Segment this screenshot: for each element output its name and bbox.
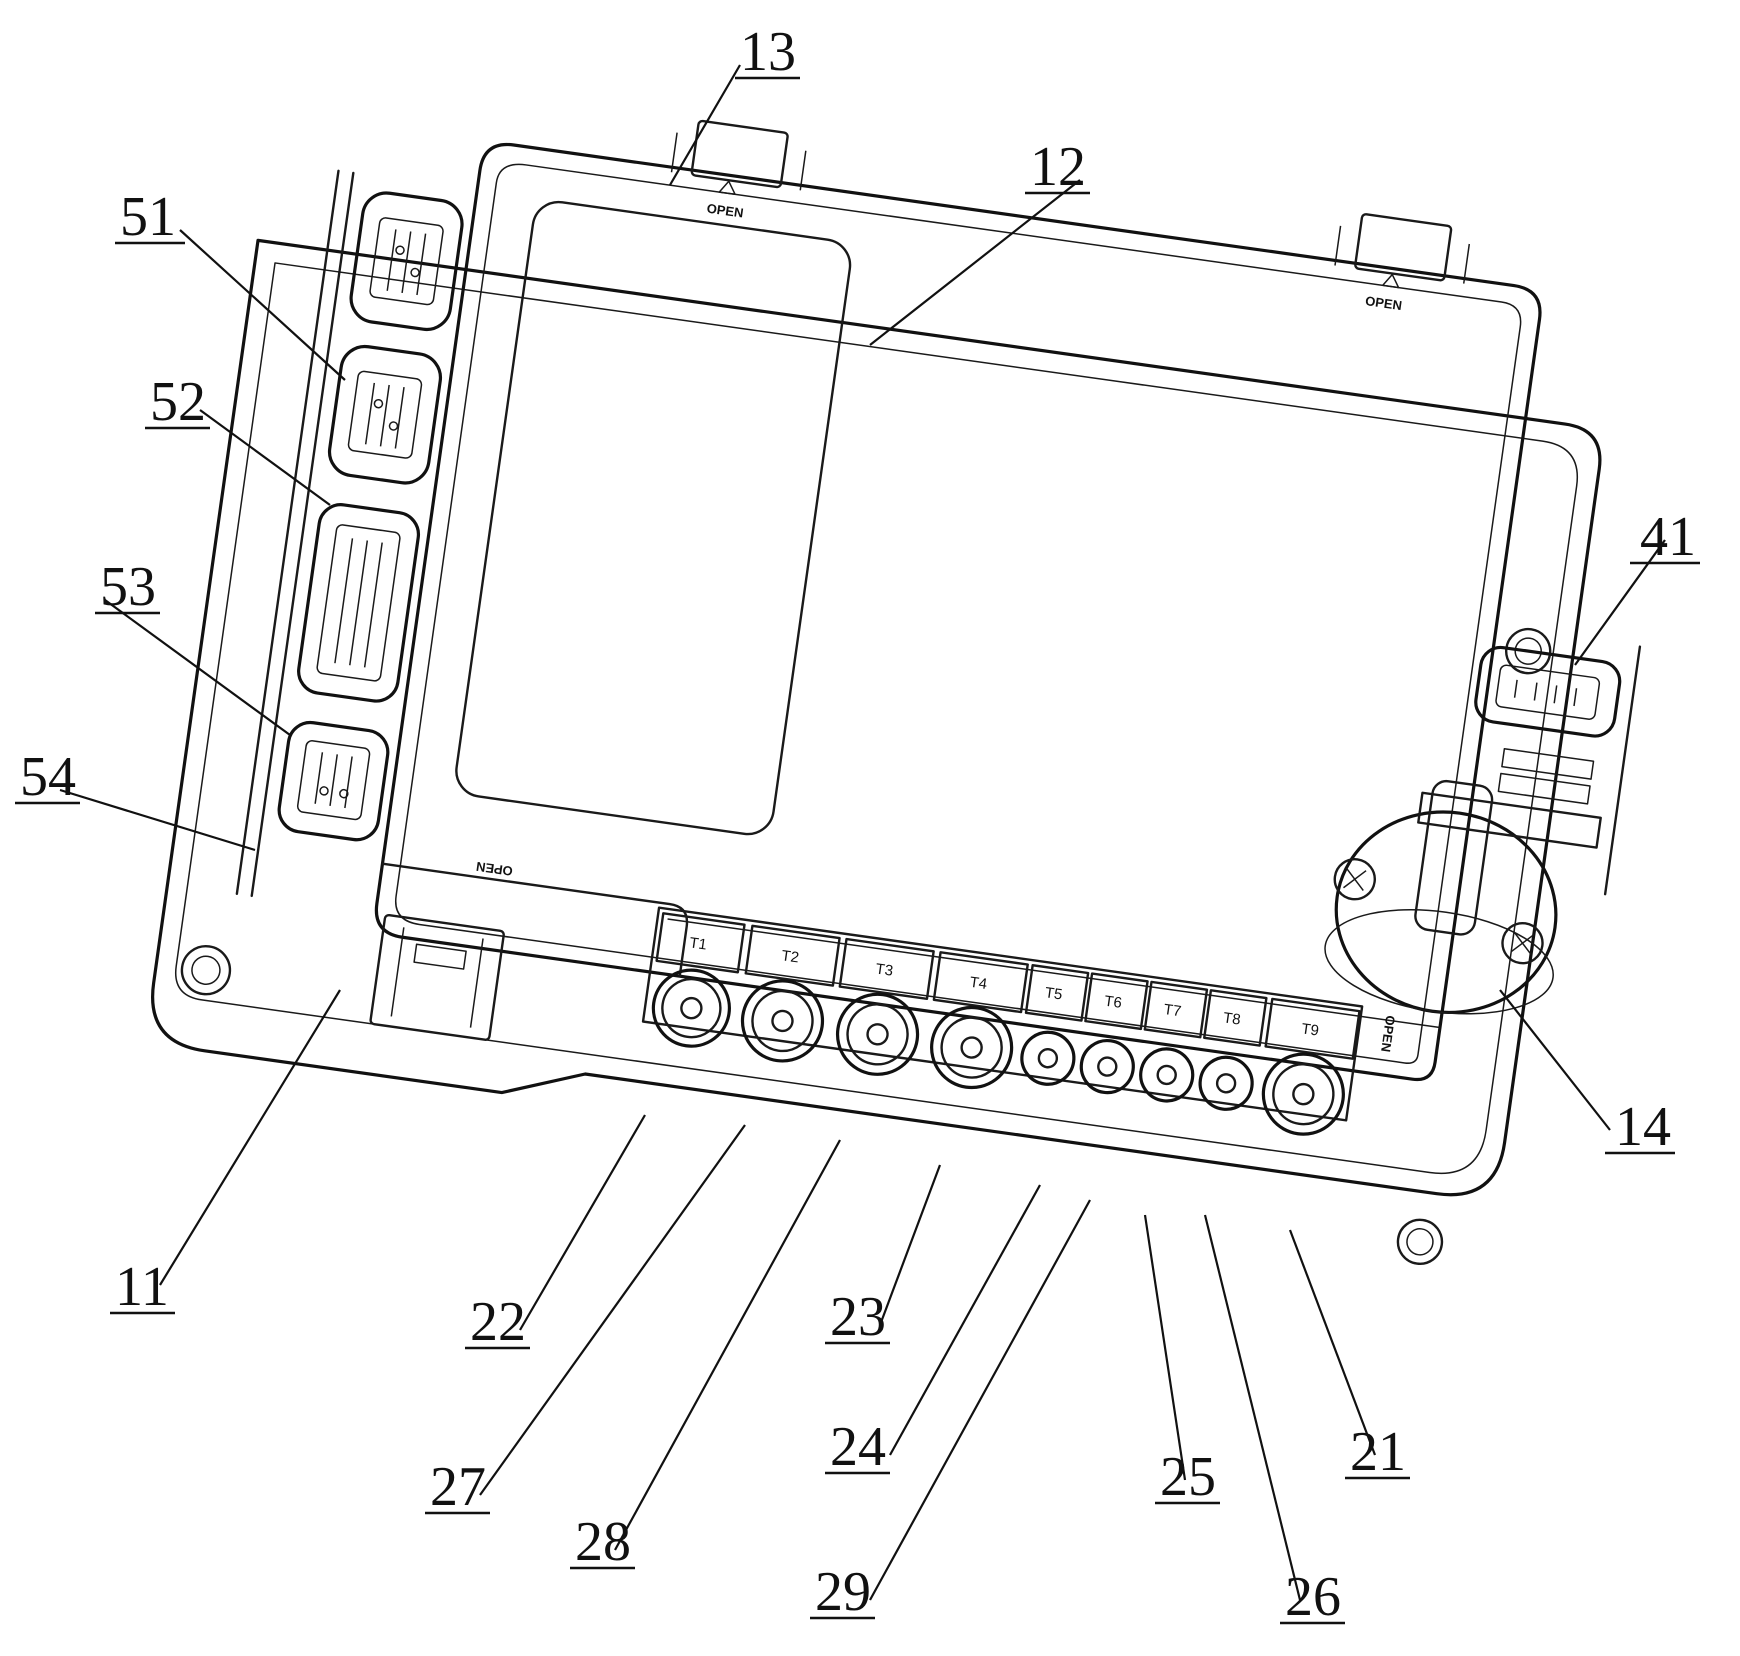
callout-52: 52 [150,371,206,433]
svg-text:T9: T9 [1300,1020,1320,1039]
callout-51: 51 [120,186,176,248]
svg-text:T7: T7 [1163,1001,1183,1020]
callout-27: 27 [430,1456,486,1518]
svg-text:T3: T3 [874,960,894,979]
leader-52 [199,409,331,506]
leader-28 [614,1139,841,1551]
callout-28: 28 [575,1511,631,1573]
mounting-hole-left [180,945,232,996]
svg-text:T4: T4 [969,974,989,993]
leader-24 [889,1184,1041,1456]
callout-41: 41 [1640,506,1696,568]
callout-26: 26 [1285,1566,1341,1628]
connector-52 [327,344,443,485]
svg-text:T8: T8 [1222,1009,1242,1028]
latch-top-right [1334,213,1471,289]
callout-53: 53 [100,556,156,618]
open-mark-2: OPEN [1364,293,1403,313]
svg-text:T2: T2 [780,947,800,966]
leader-51 [179,229,346,381]
svg-text:T6: T6 [1103,993,1123,1012]
terminal-t4: T4 [930,951,1029,1090]
leader-22 [519,1114,646,1331]
leader-29 [869,1199,1091,1601]
callout-25: 25 [1160,1446,1216,1508]
svg-text:T1: T1 [688,934,708,953]
open-mark-1: OPEN [706,201,745,221]
leader-12 [869,179,1081,346]
device-body: OPEN OPEN OPEN OPEN [151,119,1642,1266]
terminal-block [641,906,1364,1122]
connector-rail [235,169,355,898]
leader-26 [1203,1214,1302,1601]
leader-54 [59,788,256,852]
callout-22: 22 [470,1291,526,1353]
connector-54 [277,720,390,842]
cover-ledge-line [667,918,1441,1029]
terminal-t1: T1 [651,912,746,1048]
top-cover [374,142,1542,1082]
open-mark-3: OPEN [475,859,514,879]
terminal-t6: T6 [1079,972,1149,1095]
terminal-t9: T9 [1261,997,1361,1136]
callout-12: 12 [1030,136,1086,198]
mounting-hole-right-bottom [1396,1218,1444,1266]
terminal-t3: T3 [835,937,935,1076]
open-mark-4: OPEN [1378,1014,1398,1053]
callout-13: 13 [740,21,796,83]
cover-label-window [455,200,852,836]
terminal-t5: T5 [1020,964,1090,1086]
callout-24: 24 [830,1416,886,1478]
top-cover-lip [394,163,1522,1064]
leader-14 [1499,989,1611,1131]
base-housing [151,238,1602,1197]
leader-25 [1143,1214,1187,1481]
leader-lines [59,64,1666,1601]
rotary-switch-14 [1324,779,1602,1015]
callouts: 13 12 51 52 53 54 41 14 11 22 23 24 27 2… [15,21,1700,1628]
connector-53 [297,503,421,703]
tag-upper [1501,748,1595,780]
connector-51 [349,191,464,332]
callout-23: 23 [830,1286,886,1348]
leader-13 [669,64,741,186]
base-inner-rim [174,262,1579,1175]
leader-41 [1574,539,1666,666]
terminal-t7: T7 [1139,980,1209,1103]
callout-54: 54 [20,746,76,808]
tag-lower [1497,772,1591,805]
svg-text:T5: T5 [1044,984,1064,1003]
terminal-t8: T8 [1198,989,1268,1111]
callout-29: 29 [815,1561,871,1623]
leader-53 [104,599,291,736]
latch-bottom-left [369,913,505,1041]
leader-21 [1288,1229,1377,1456]
callout-11: 11 [115,1256,169,1318]
leader-27 [479,1124,746,1496]
callout-21: 21 [1350,1421,1406,1483]
callout-14: 14 [1615,1096,1671,1158]
latch-top-left [670,119,807,196]
leader-11 [159,989,341,1286]
terminal-t2: T2 [740,924,841,1063]
connector-41 [1474,645,1642,896]
leader-23 [878,1164,942,1326]
